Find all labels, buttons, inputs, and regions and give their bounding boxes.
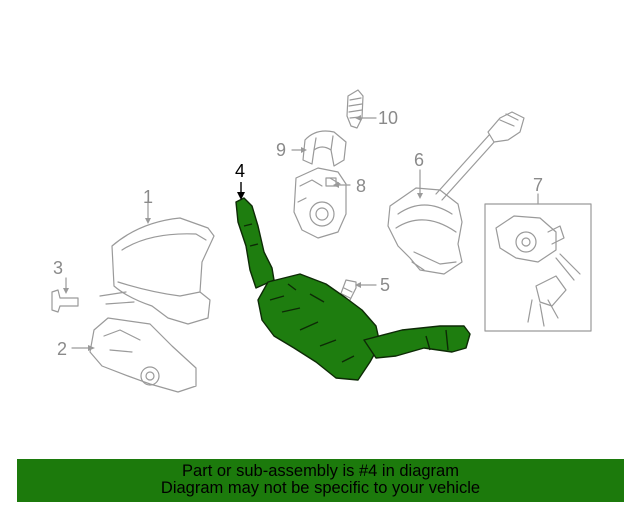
banner-line-1: Part or sub-assembly is #4 in diagram	[182, 462, 459, 480]
part-2-lower-shroud	[89, 317, 197, 393]
callout-5: 5	[380, 275, 391, 295]
callout-4: 4	[235, 161, 246, 181]
banner-line-2: Diagram may not be specific to your vehi…	[160, 479, 481, 497]
callout-9: 9	[276, 140, 287, 160]
part-3-bolt	[51, 289, 79, 313]
disclaimer-banner: Part or sub-assembly is #4 in diagram Di…	[17, 459, 624, 502]
part-4-combination-switch	[235, 197, 471, 381]
callout-3: 3	[53, 258, 64, 278]
part-1-upper-shroud	[99, 217, 215, 325]
part-10-screw	[346, 89, 364, 129]
callout-8: 8	[356, 176, 367, 196]
part-8-lock-body	[293, 167, 347, 239]
callout-1: 1	[143, 187, 154, 207]
callout-7: 7	[533, 175, 544, 195]
parts-diagram	[51, 89, 592, 393]
part-9-clip	[302, 130, 347, 167]
part-4-arrow	[237, 182, 245, 200]
callout-2: 2	[57, 339, 68, 359]
part-6-clock-spring	[387, 111, 525, 275]
part-7-lock-set	[484, 203, 592, 332]
callout-10: 10	[378, 108, 399, 128]
leader-arrowheads	[63, 115, 423, 351]
callout-6: 6	[414, 150, 425, 170]
